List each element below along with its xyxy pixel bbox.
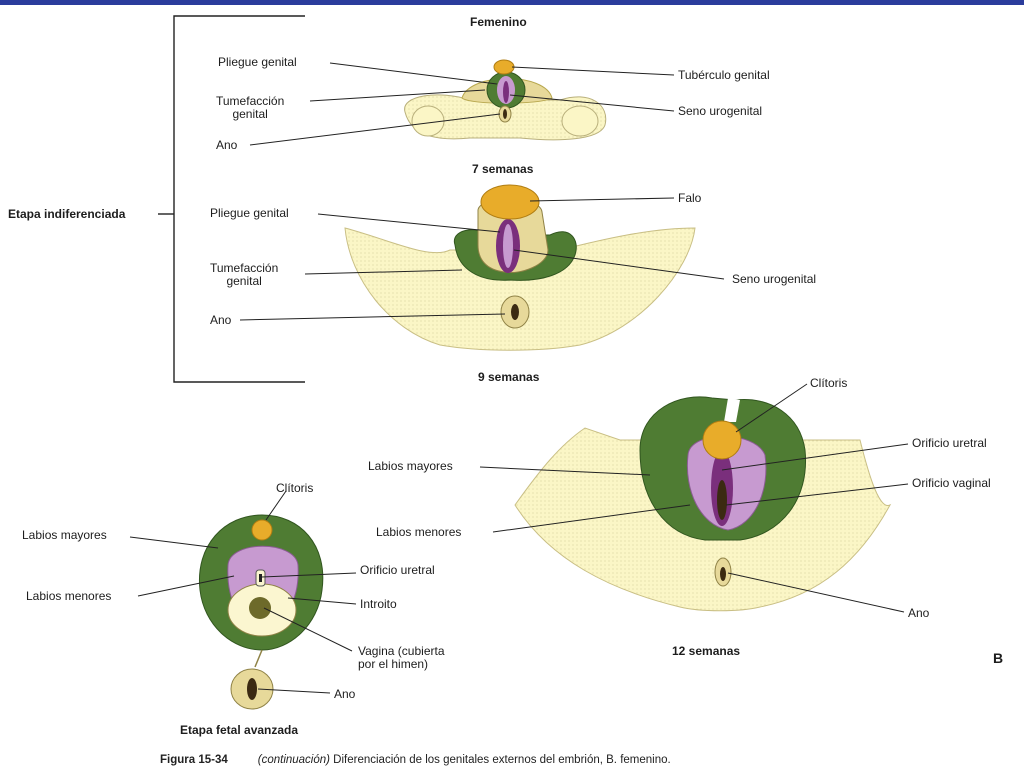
label-w12-ano: Ano (908, 606, 930, 620)
label-adv-clitoris: Clítoris (276, 481, 314, 495)
label-w12-orificio-uretral: Orificio uretral (912, 436, 987, 450)
caption-7-semanas: 7 semanas (472, 162, 534, 176)
figure-caption-text: Diferenciación de los genitales externos… (329, 754, 671, 766)
leader-lines (129, 62, 909, 694)
label-w7-pliegue-genital: Pliegue genital (218, 55, 297, 69)
label-etapa-indiferenciada: Etapa indiferenciada (8, 207, 126, 221)
label-w12-clitoris: Clítoris (810, 376, 848, 390)
stage-bracket (158, 15, 305, 383)
label-adv-labios-mayores: Labios mayores (22, 528, 107, 542)
week7-illustration (404, 59, 607, 141)
week12-illustration (514, 396, 892, 612)
label-w12-labios-menores: Labios menores (376, 525, 462, 539)
figure-caption-italic: (continuación) (257, 754, 330, 766)
panel-letter: B (993, 650, 1004, 666)
label-w9-pliegue-genital: Pliegue genital (210, 206, 289, 220)
caption-etapa-fetal-avanzada: Etapa fetal avanzada (180, 723, 299, 737)
label-w9-seno-urogenital: Seno urogenital (732, 272, 817, 286)
label-adv-ano: Ano (334, 687, 356, 701)
label-w9-ano: Ano (210, 313, 232, 327)
label-adv-vagina: Vagina (cubierta por el himen) (358, 644, 445, 671)
advanced-stage-illustration (198, 514, 324, 710)
figure-number: Figura 15-34 (160, 754, 228, 766)
caption-12-semanas: 12 semanas (672, 644, 741, 658)
label-adv-orificio-uretral: Orificio uretral (360, 563, 435, 577)
top-accent-bar (0, 0, 1024, 5)
week9-illustration (344, 184, 696, 351)
label-w7-tuberculo-genital: Tubérculo genital (678, 68, 770, 82)
figure-caption: Figura 15-34 (continuación) Diferenciació… (160, 754, 671, 766)
label-adv-labios-menores: Labios menores (26, 589, 112, 603)
label-adv-introito: Introito (360, 597, 397, 611)
title-femenino: Femenino (470, 15, 527, 29)
caption-9-semanas: 9 semanas (478, 370, 540, 384)
label-w12-orificio-vaginal: Orificio vaginal (912, 476, 991, 490)
label-w7-ano: Ano (216, 138, 238, 152)
label-w7-tumefaccion-genital: Tumefacción genital (216, 94, 285, 121)
label-w7-seno-urogenital: Seno urogenital (678, 104, 763, 118)
label-w9-tumefaccion-genital: Tumefacción genital (210, 261, 279, 288)
label-w9-falo: Falo (678, 191, 702, 205)
label-w12-labios-mayores: Labios mayores (368, 459, 453, 473)
